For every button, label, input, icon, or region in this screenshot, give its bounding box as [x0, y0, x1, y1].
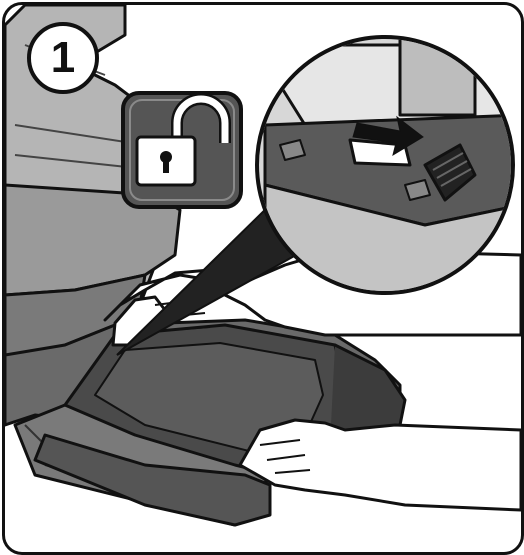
unlock-icon-box [123, 93, 241, 207]
step-number-badge: 1 [27, 22, 99, 94]
right-hand [240, 420, 521, 510]
step-number: 1 [51, 36, 75, 80]
